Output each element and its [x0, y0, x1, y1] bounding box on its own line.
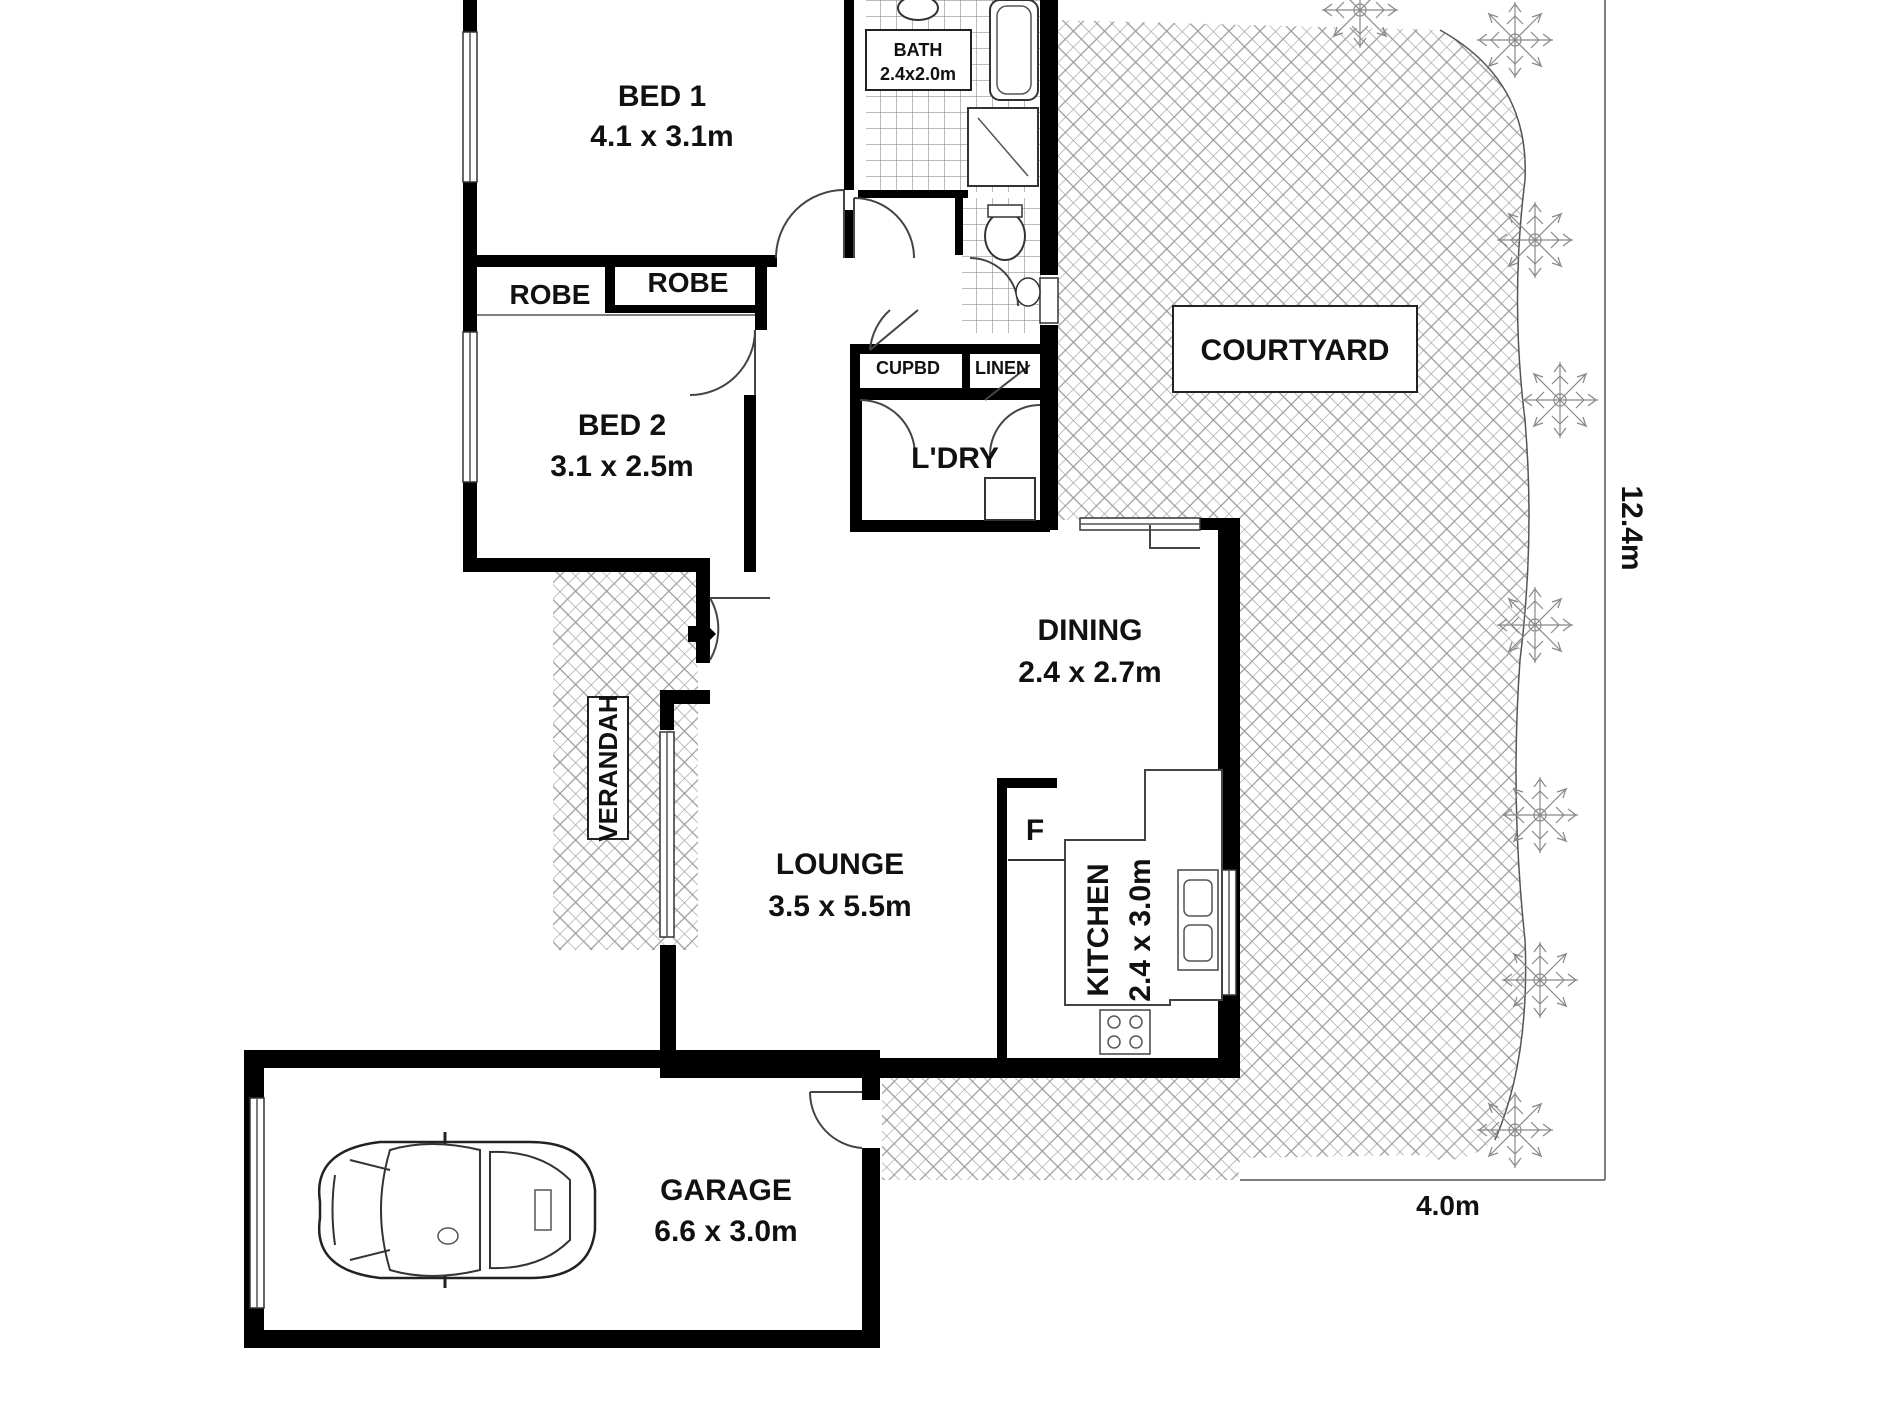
lounge-size: 3.5 x 5.5m [768, 890, 911, 923]
bath-size: 2.4x2.0m [880, 64, 956, 84]
dining-name: DINING [1038, 614, 1143, 647]
doors [689, 189, 1200, 1149]
laundry-name: L'DRY [911, 442, 999, 475]
kitchen-fixtures [1008, 769, 1223, 1055]
boundary-lines [1240, 0, 1606, 1181]
room-labels: BED 1 4.1 x 3.1m BATH 2.4x2.0m ROBE ROBE… [510, 29, 1648, 1248]
lounge-name: LOUNGE [776, 848, 904, 881]
bed2-size: 3.1 x 2.5m [550, 450, 693, 483]
entry-arrow-icon [688, 618, 716, 650]
cupbd-name: CUPBD [876, 358, 940, 378]
bed2-name: BED 2 [578, 409, 666, 442]
shrub-icon [1501, 776, 1579, 854]
verandah-name: VERANDAH [593, 694, 623, 841]
bath-label-box [865, 29, 972, 91]
robe1-name: ROBE [510, 279, 591, 310]
car-icon [317, 1132, 597, 1288]
shrub-icon [1496, 201, 1574, 279]
kitchen-name: KITCHEN [1082, 863, 1115, 996]
verandah-label-box [587, 696, 629, 840]
linen-name: LINEN [975, 358, 1029, 378]
courtyard-paving [882, 20, 1530, 1180]
windows [249, 31, 1237, 1309]
kitchen-size: 2.4 x 3.0m [1124, 858, 1157, 1001]
fridge-name: F [1026, 814, 1044, 847]
garage-name: GARAGE [660, 1174, 792, 1207]
shrub-icon [1496, 586, 1574, 664]
shrub-icon [1501, 941, 1579, 1019]
shrub-icon [1521, 361, 1599, 439]
garage-size: 6.6 x 3.0m [654, 1215, 797, 1248]
courtyard-name: COURTYARD [1201, 334, 1390, 367]
bed1-name: BED 1 [618, 80, 706, 113]
shrub-icon [1476, 1, 1554, 79]
shrub-icon [1476, 1091, 1554, 1169]
courtyard-width-dimension: 4.0m [1416, 1190, 1480, 1221]
robe2-name: ROBE [648, 267, 729, 298]
courtyard-label-box [1172, 305, 1418, 393]
bath-fixtures [897, 0, 1041, 521]
bed1-size: 4.1 x 3.1m [590, 120, 733, 153]
courtyard-depth-dimension: 12.4m [1615, 485, 1648, 570]
bath-name: BATH [894, 40, 943, 60]
dining-size: 2.4 x 2.7m [1018, 656, 1161, 689]
